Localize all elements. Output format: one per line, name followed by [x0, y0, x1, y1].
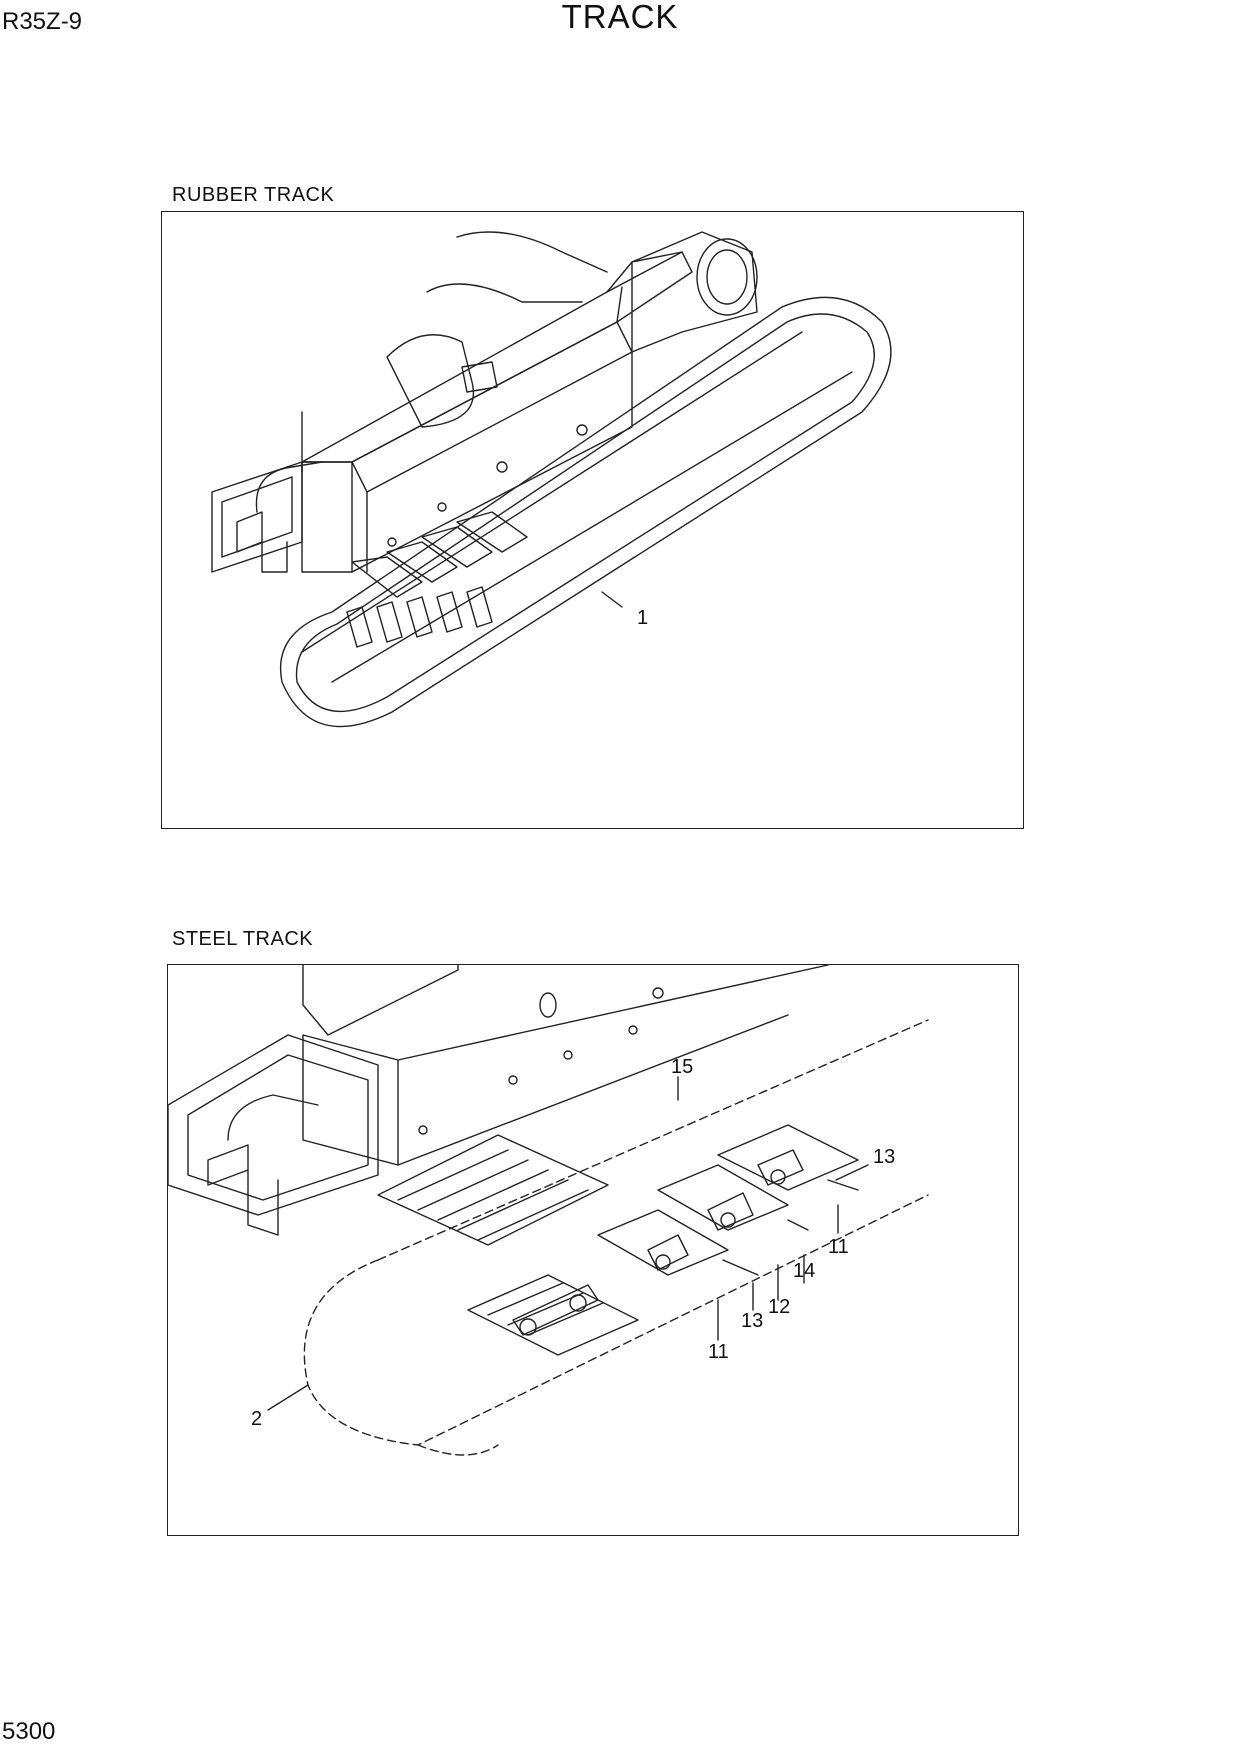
callout-11-left: 11 — [708, 1341, 729, 1363]
leader-lines — [267, 1076, 869, 1411]
steel-track-label: STEEL TRACK — [172, 928, 314, 950]
callout-13-top: 13 — [873, 1146, 895, 1168]
rubber-track-label: RUBBER TRACK — [172, 184, 335, 206]
callout-11-right: 11 — [828, 1236, 849, 1258]
page-title: TRACK — [561, 0, 679, 35]
callout-1: 1 — [637, 607, 648, 629]
model-code: R35Z-9 — [2, 8, 83, 35]
page-number: 5300 — [2, 1718, 56, 1745]
callout-2: 2 — [251, 1408, 262, 1430]
steel-track-diagram: 15 13 11 14 12 13 11 2 — [167, 964, 1019, 1536]
callout-15: 15 — [671, 1056, 693, 1078]
track-shoes — [377, 1124, 859, 1356]
callout-12: 12 — [768, 1296, 790, 1318]
track-frame — [211, 231, 758, 573]
rubber-track-diagram: 1 — [161, 211, 1024, 829]
leader-line-1 — [601, 591, 623, 608]
rubber-track-belt — [279, 296, 892, 728]
track-frame — [168, 965, 829, 1236]
callout-14: 14 — [793, 1260, 815, 1282]
callout-13-bottom: 13 — [741, 1310, 763, 1332]
